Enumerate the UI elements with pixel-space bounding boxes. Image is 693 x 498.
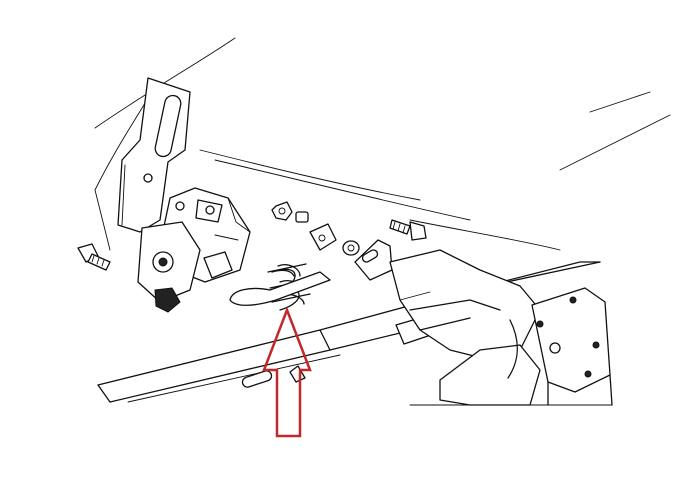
bolt-right <box>389 219 427 241</box>
rail-slot <box>241 365 306 388</box>
mechanism-housing <box>389 249 613 406</box>
up-arrow-icon <box>262 306 312 438</box>
actuator-assembly <box>137 187 251 313</box>
body-panel-outline <box>94 37 671 251</box>
mounting-bracket <box>117 77 191 233</box>
lever-arm <box>229 271 331 306</box>
clip <box>309 223 337 251</box>
bolt-left <box>77 243 111 271</box>
washer <box>342 240 360 256</box>
bracket-right <box>354 239 393 281</box>
callout-up-arrow <box>262 306 312 438</box>
nut <box>271 201 293 221</box>
small-washer <box>295 211 309 223</box>
